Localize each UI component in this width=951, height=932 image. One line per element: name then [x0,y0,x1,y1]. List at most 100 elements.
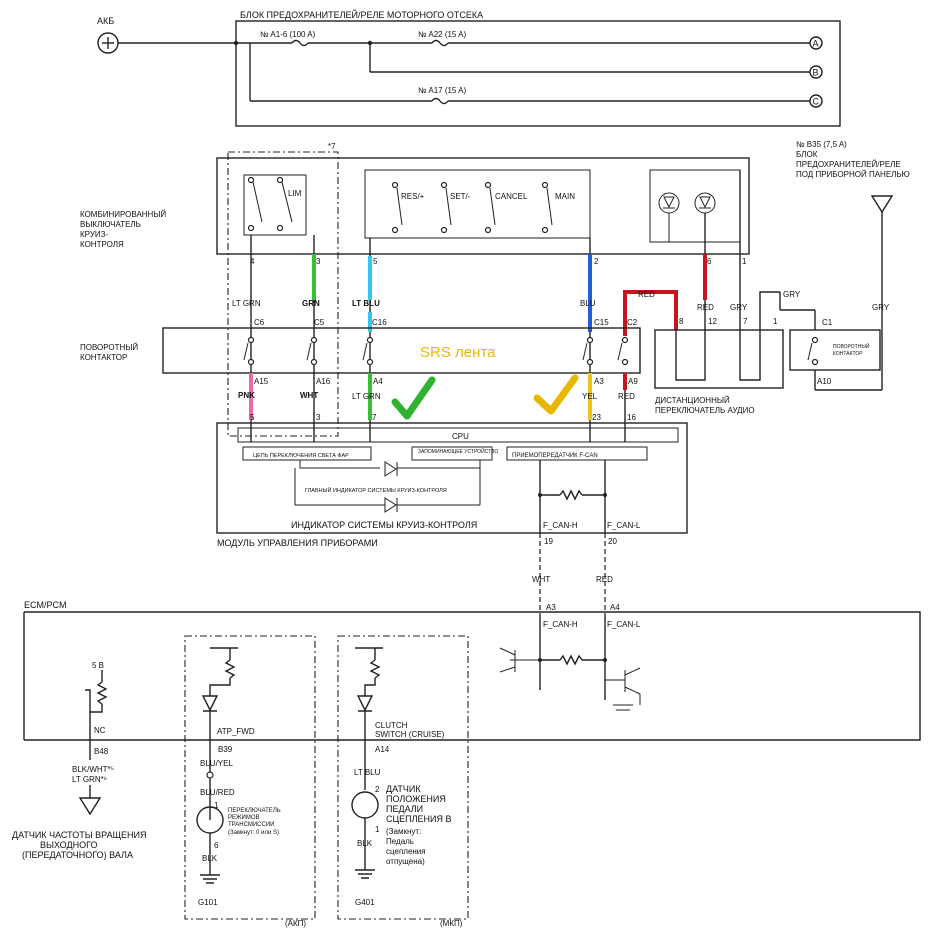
svg-text:МОДУЛЬ УПРАВЛЕНИЯ ПРИБОРАМИ: МОДУЛЬ УПРАВЛЕНИЯ ПРИБОРАМИ [217,538,378,548]
svg-text:GRN: GRN [302,299,320,308]
svg-text:7: 7 [372,413,377,422]
svg-text:GRY: GRY [783,290,801,299]
mkp-region [337,635,469,920]
svg-text:(ПЕРЕДАТОЧНОГО) ВАЛА: (ПЕРЕДАТОЧНОГО) ВАЛА [22,850,133,860]
svg-text:GRY: GRY [730,303,748,312]
svg-text:3: 3 [316,257,321,266]
svg-text:RED: RED [697,303,714,312]
svg-text:№ B35 (7,5 A): № B35 (7,5 A) [796,140,847,149]
svg-text:1: 1 [375,825,380,834]
svg-text:F_CAN-L: F_CAN-L [607,521,641,530]
svg-text:F_CAN-L: F_CAN-L [607,620,641,629]
main-indicator-led-icon [384,461,398,477]
svg-text:MAIN: MAIN [555,192,575,201]
svg-text:5: 5 [373,257,378,266]
svg-text:LT GRN: LT GRN [352,392,381,401]
svg-text:*7: *7 [328,142,336,151]
svg-text:ЗАПОМИНАЮЩЕЕ УСТРОЙСТВО: ЗАПОМИНАЮЩЕЕ УСТРОЙСТВО [418,447,498,455]
svg-text:ПОД ПРИБОРНОЙ ПАНЕЛЬЮ: ПОД ПРИБОРНОЙ ПАНЕЛЬЮ [796,170,910,179]
svg-text:Педаль: Педаль [386,837,414,846]
svg-text:A: A [813,39,819,49]
svg-text:BLU/YEL: BLU/YEL [200,759,233,768]
svg-text:ПОЛОЖЕНИЯ: ПОЛОЖЕНИЯ [386,794,446,804]
svg-text:6: 6 [707,257,712,266]
svg-text:RES/+: RES/+ [401,192,425,201]
connector-a [809,36,823,50]
svg-text:C1: C1 [822,318,833,327]
audio-remote-switch: 8 12 7 1 ДИСТАНЦИОННЫЙ ПЕРЕКЛЮЧАТЕЛЬ АУД… [654,317,784,415]
svg-text:BLK/WHT*⁵: BLK/WHT*⁵ [72,765,114,774]
svg-text:SWITCH (CRUISE): SWITCH (CRUISE) [375,730,445,739]
ground-icon [200,874,220,884]
instrument-control-module: CPU ЦЕПЬ ПЕРЕКЛЮЧЕНИЯ СВЕТА ФАР ЗАПОМИНА… [216,422,688,548]
svg-text:A4: A4 [610,603,620,612]
fuse-a17 [431,97,449,105]
cruise-combo-switch: *7 КОМБИНИРОВАННЫЙ ВЫКЛЮЧАТЕЛЬ КРУИЗ- КО… [80,142,750,437]
svg-text:ПЕРЕКЛЮЧАТЕЛЬ АУДИО: ПЕРЕКЛЮЧАТЕЛЬ АУДИО [655,406,755,415]
svg-text:ECM/PCM: ECM/PCM [24,600,67,610]
svg-text:6: 6 [214,841,219,850]
svg-text:C15: C15 [594,318,609,327]
ecm-pcm: ECM/PCM F_CAN-H F_CAN-L 5 В NC B48 BLK/W… [12,600,921,928]
wire-red-highlight [623,290,678,336]
svg-text:2: 2 [594,257,599,266]
svg-text:23: 23 [592,413,601,422]
svg-text:RED: RED [618,392,635,401]
svg-text:ВЫХОДНОГО: ВЫХОДНОГО [40,840,97,850]
svg-text:BLU/RED: BLU/RED [200,788,235,797]
connector-b [809,65,823,79]
svg-text:2: 2 [375,785,380,794]
svg-text:WHT: WHT [300,391,318,400]
svg-text:NC: NC [94,726,106,735]
svg-text:(АКП): (АКП) [285,919,306,928]
svg-text:LT BLU: LT BLU [354,768,381,777]
ground-icon [355,869,375,879]
svg-text:ПЕРЕКЛЮЧАТЕЛЬ: ПЕРЕКЛЮЧАТЕЛЬ [228,808,281,814]
svg-text:RED: RED [638,290,655,299]
svg-text:F_CAN-H: F_CAN-H [543,521,578,530]
lower-wires: A15 PNK 5 A16 WHT 3 A4 LT GRN 7 A3 YEL 2… [238,373,638,442]
led-icon [694,192,716,214]
svg-text:4: 4 [250,257,255,266]
svg-text:BLK: BLK [202,854,218,863]
svg-text:B48: B48 [94,747,109,756]
fuse-a1-6-label: № A1-6 (100 A) [260,30,316,39]
transistor-icon [499,647,540,673]
can-bus-wires: WHT RED A3 A4 [532,533,620,615]
svg-text:A9: A9 [628,377,638,386]
ground-arrow-icon [870,195,894,214]
svg-text:ПОВОРОТНЫЙ: ПОВОРОТНЫЙ [80,343,138,352]
cruise-indicator-led-icon [384,497,398,513]
star7-dashed-region [227,151,339,437]
transistor-icon [605,667,641,705]
green-checkmark-icon [391,376,436,420]
engine-fuse-block: БЛОК ПРЕДОХРАНИТЕЛЕЙ/РЕЛЕ МОТОРНОГО ОТСЕ… [235,9,841,127]
svg-text:PNK: PNK [238,391,255,400]
engine-fuse-block-title: БЛОК ПРЕДОХРАНИТЕЛЕЙ/РЕЛЕ МОТОРНОГО ОТСЕ… [240,9,483,20]
svg-text:LIM: LIM [288,189,302,198]
svg-text:WHT: WHT [532,575,550,584]
svg-text:BLU: BLU [580,299,596,308]
svg-text:ДАТЧИК ЧАСТОТЫ ВРАЩЕНИЯ: ДАТЧИК ЧАСТОТЫ ВРАЩЕНИЯ [12,830,146,840]
svg-text:A14: A14 [375,745,390,754]
svg-text:РЕЖИМОВ: РЕЖИМОВ [228,815,260,821]
svg-text:1: 1 [742,257,747,266]
svg-text:ЦЕПЬ ПЕРЕКЛЮЧЕНИЯ СВЕТА ФАР: ЦЕПЬ ПЕРЕКЛЮЧЕНИЯ СВЕТА ФАР [253,453,349,459]
svg-text:ATP_FWD: ATP_FWD [217,727,255,736]
svg-text:сцепления: сцепления [386,847,426,856]
svg-text:7: 7 [743,317,748,326]
svg-text:C16: C16 [372,318,387,327]
svg-text:отпущена): отпущена) [386,857,425,866]
svg-text:3: 3 [316,413,321,422]
fuse-a17-label: № A17 (15 A) [418,86,467,95]
rotary-contactor: ПОВОРОТНЫЙ КОНТАКТОР SRS лента C1 ПОВОРО… [80,292,881,390]
led-icon [658,192,680,214]
svg-text:БЛОК: БЛОК [796,150,818,159]
dash-fuse-block: № B35 (7,5 A) БЛОК ПРЕДОХРАНИТЕЛЕЙ/РЕЛЕ … [796,140,910,391]
svg-text:ДИСТАНЦИОННЫЙ: ДИСТАНЦИОННЫЙ [655,396,730,405]
svg-text:LT GRN*⁶: LT GRN*⁶ [72,775,107,784]
svg-text:ПЕДАЛИ: ПЕДАЛИ [386,804,423,814]
sensor-arrow-icon [78,797,102,816]
svg-text:СЦЕПЛЕНИЯ В: СЦЕПЛЕНИЯ В [386,814,452,824]
clutch-switch-icon [351,791,379,819]
